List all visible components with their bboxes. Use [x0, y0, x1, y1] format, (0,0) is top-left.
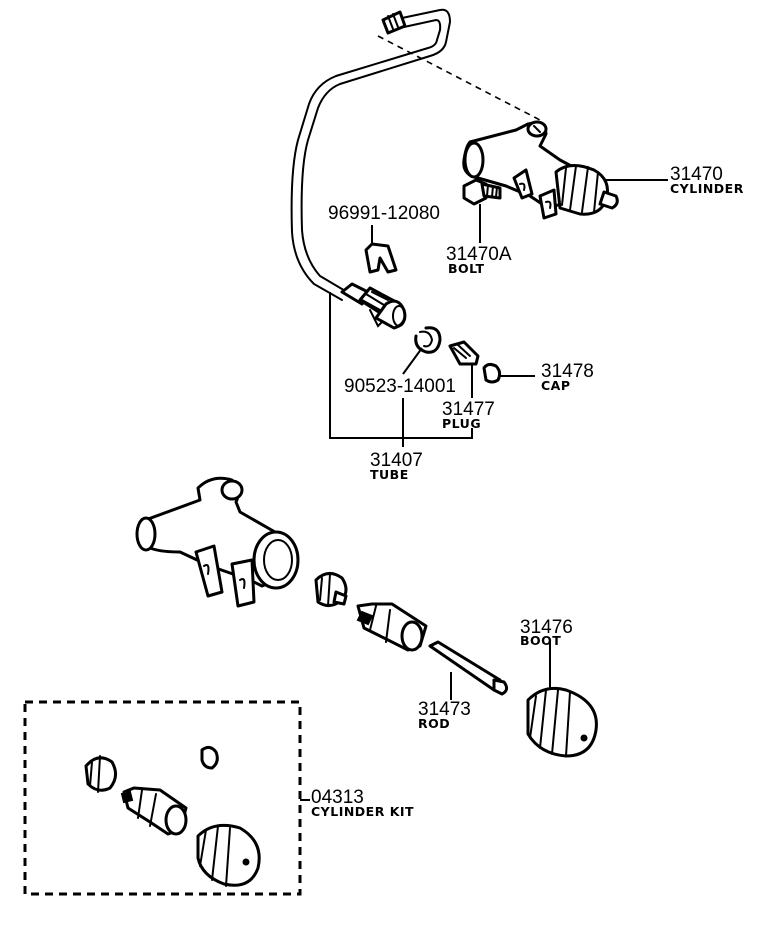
- snap-ring-part[interactable]: [414, 326, 442, 354]
- part-label-bolt: 31470A BOLT: [446, 244, 512, 276]
- part-label-rod: 31473 ROD: [418, 699, 471, 731]
- clip-number: 96991-12080: [328, 203, 440, 224]
- cylinder-top-part[interactable]: [462, 120, 619, 220]
- part-label-cylinder-kit: 04313 CYLINDER KIT: [311, 787, 414, 819]
- kit-boot-part[interactable]: [196, 823, 261, 887]
- part-label-snap-ring: 90523-14001: [344, 376, 456, 397]
- snap-ring-number: 90523-14001: [344, 376, 456, 397]
- boot-number: 31476: [520, 617, 573, 638]
- plug-part[interactable]: [448, 340, 480, 366]
- rod-part[interactable]: [428, 640, 509, 696]
- cap-part[interactable]: [482, 362, 502, 384]
- plug-name: PLUG: [442, 416, 481, 431]
- kit-piston-part[interactable]: [120, 786, 188, 836]
- piston-part[interactable]: [356, 602, 428, 652]
- tube-assembly[interactable]: [290, 8, 452, 330]
- cylinder-kit-number: 04313: [311, 787, 364, 808]
- cylinder-kit-name: CYLINDER KIT: [311, 804, 414, 819]
- cup-seal-part[interactable]: [314, 572, 348, 607]
- part-label-boot: 31476 BOOT: [520, 617, 573, 648]
- assembly-guide-line: [377, 35, 541, 121]
- kit-seal-part[interactable]: [84, 755, 117, 793]
- bolt-number: 31470A: [446, 244, 512, 265]
- cylinder-name: CYLINDER: [670, 181, 744, 196]
- boot-part[interactable]: [526, 686, 598, 758]
- boot-name: BOOT: [520, 633, 561, 648]
- kit-small-cap-part[interactable]: [200, 745, 219, 770]
- bolt-name: BOLT: [448, 261, 485, 276]
- tube-name: TUBE: [370, 467, 409, 482]
- cylinder-number: 31470: [670, 164, 723, 185]
- part-label-plug: 31477 PLUG: [442, 399, 495, 431]
- part-label-tube: 31407 TUBE: [370, 450, 423, 482]
- clip-part[interactable]: [364, 242, 398, 274]
- part-label-cylinder: 31470 CYLINDER: [670, 164, 744, 196]
- leader-lines: [300, 179, 668, 801]
- plug-number: 31477: [442, 399, 495, 420]
- part-label-clip: 96991-12080: [328, 203, 440, 224]
- rod-name: ROD: [418, 716, 450, 731]
- cap-name: CAP: [541, 378, 571, 393]
- cap-number: 31478: [541, 361, 594, 382]
- cylinder-body-part[interactable]: [135, 476, 300, 608]
- rod-number: 31473: [418, 699, 471, 720]
- part-label-cap: 31478 CAP: [541, 361, 594, 393]
- cylinder-kit-box[interactable]: [23, 700, 302, 896]
- bolt-part[interactable]: [462, 178, 502, 206]
- tube-number: 31407: [370, 450, 423, 471]
